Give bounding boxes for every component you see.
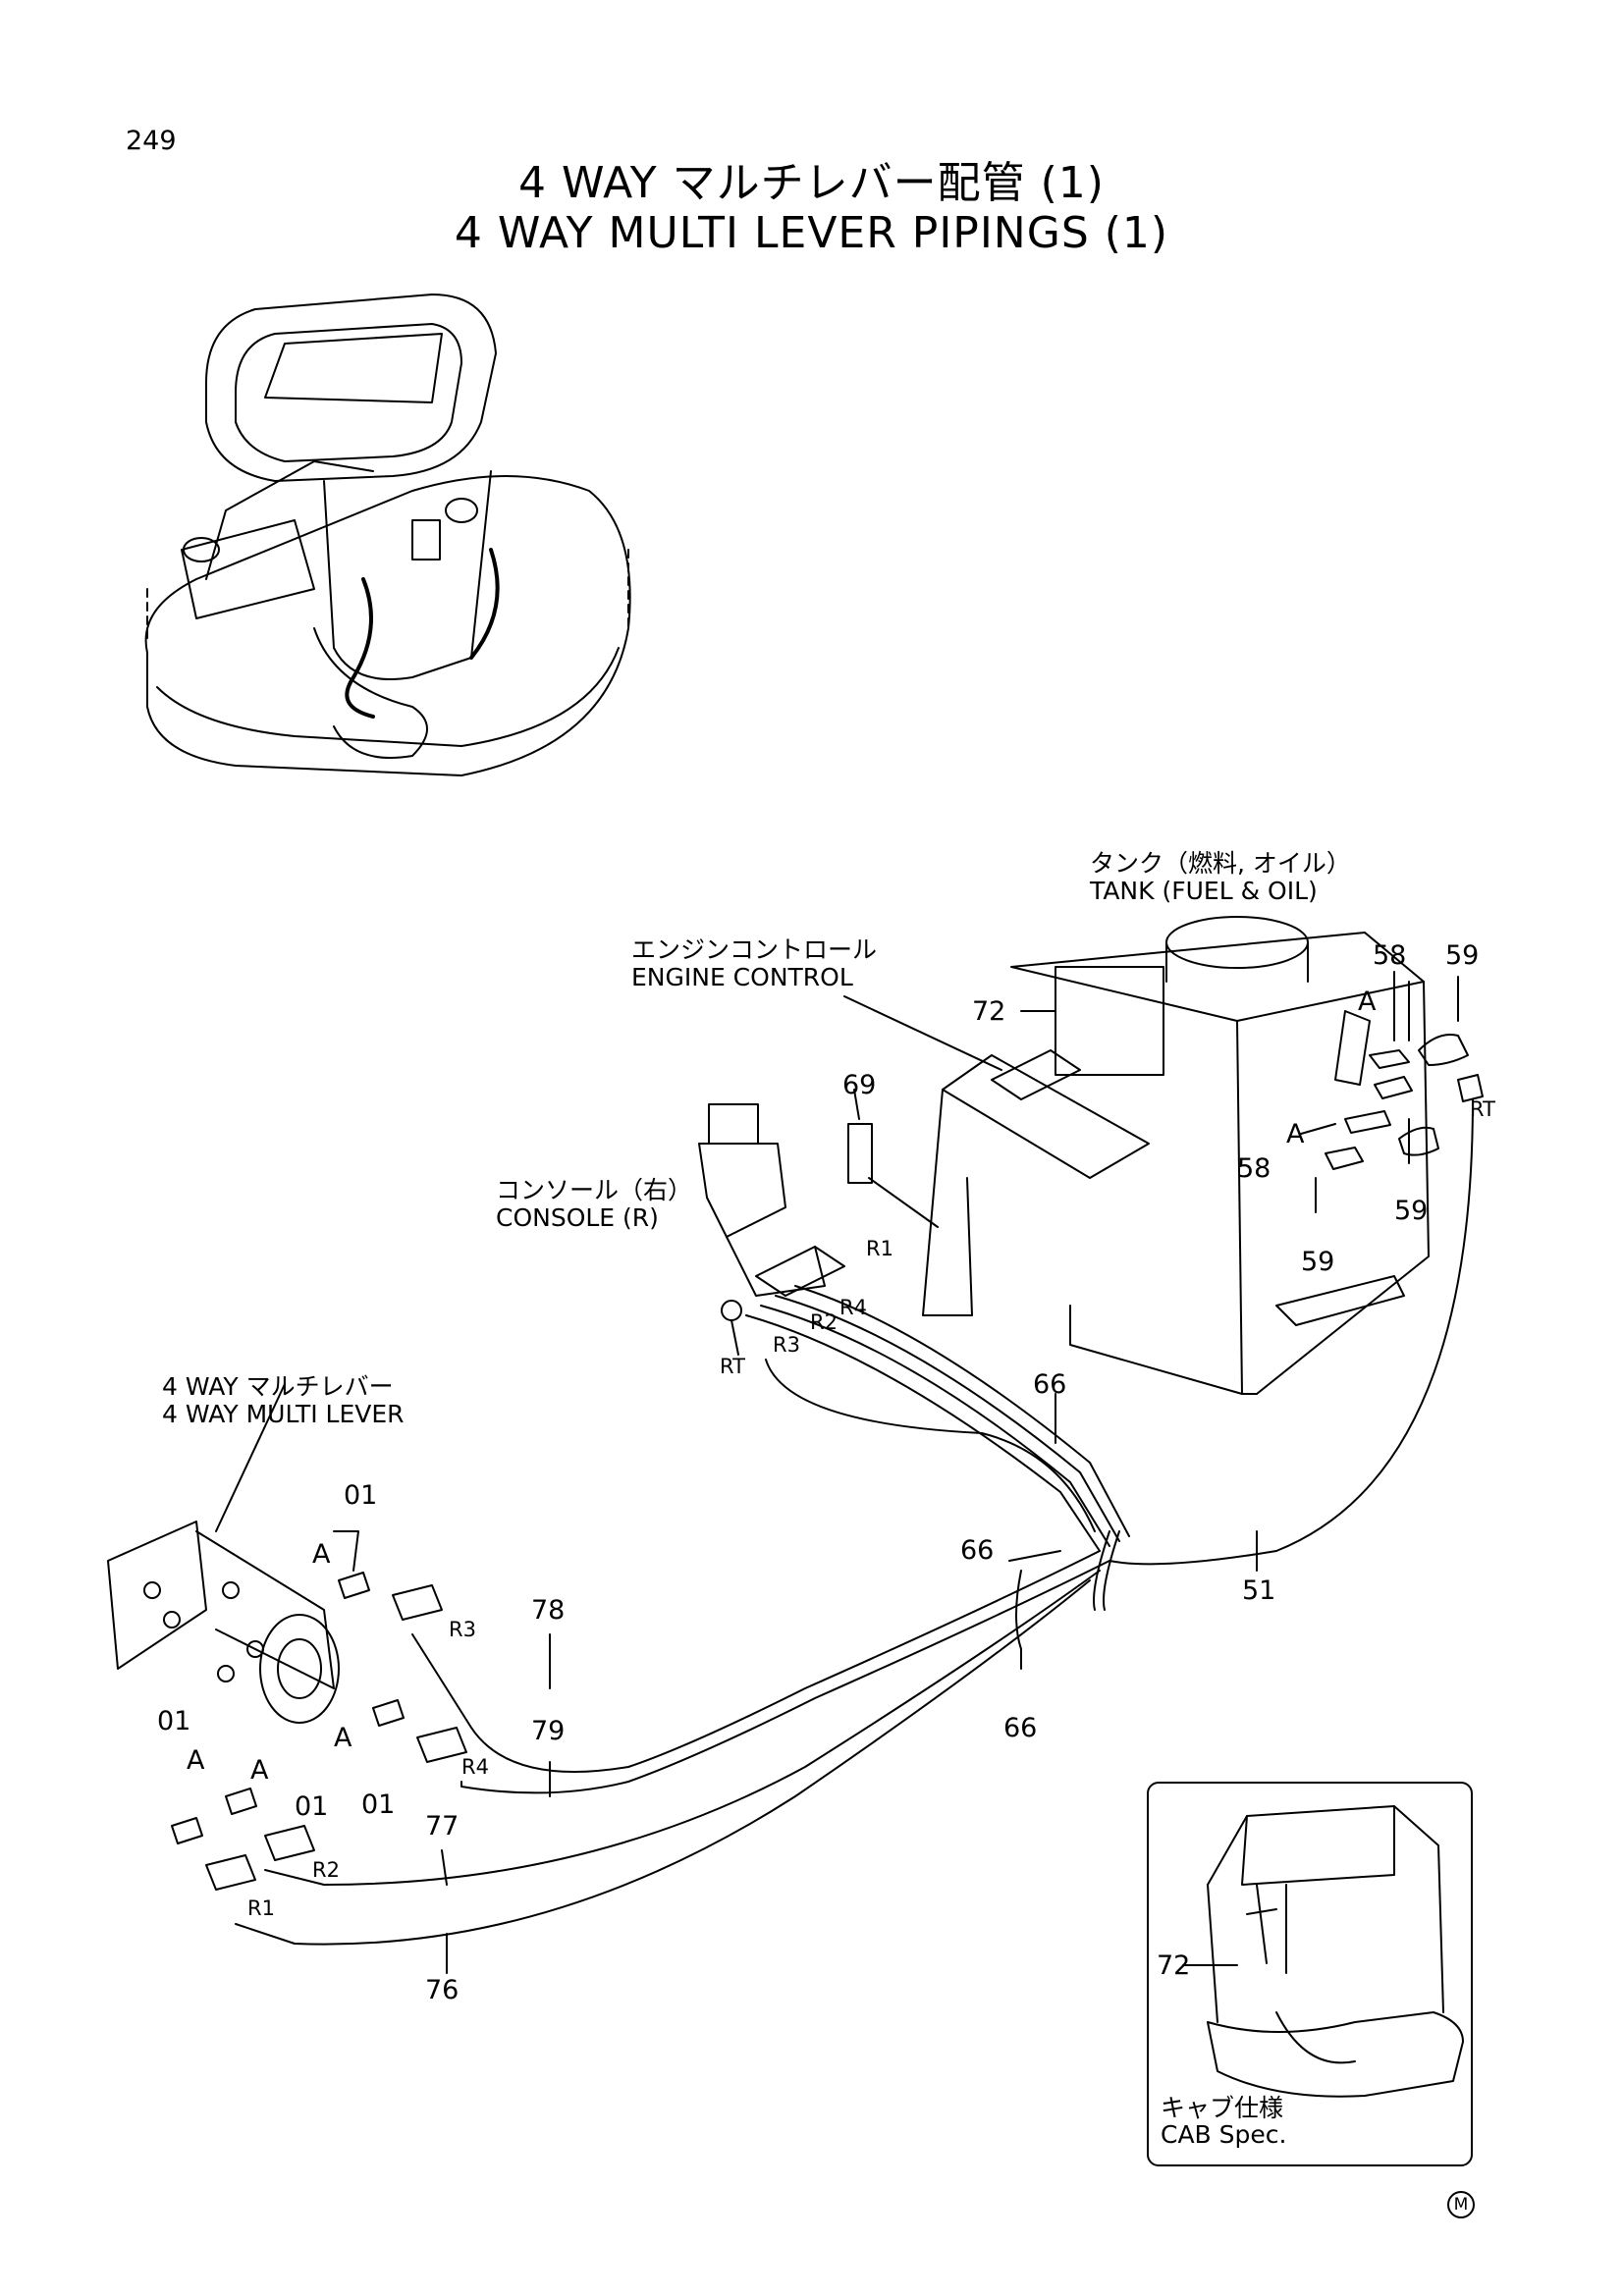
- engine-control-label-en: ENGINE CONTROL: [631, 963, 853, 991]
- part-58-callout: 58: [1373, 940, 1407, 971]
- part-01-callout: 01: [344, 1480, 378, 1511]
- title-japanese: 4 WAY マルチレバー配管 (1): [518, 158, 1105, 208]
- leader-lines: [215, 971, 1459, 1974]
- engine-control-label-jp: エンジンコントロール: [631, 935, 878, 964]
- cab-spec-inset: [1147, 1782, 1473, 2166]
- manufacturer-mark: M: [1447, 2191, 1475, 2218]
- detail-a-label: A: [250, 1755, 269, 1786]
- part-01-callout: 01: [295, 1791, 329, 1822]
- multi-lever-label-en: 4 WAY MULTI LEVER: [162, 1400, 405, 1428]
- port-r4-label: R4: [839, 1296, 867, 1319]
- part-79-callout: 79: [531, 1716, 566, 1746]
- port-rt-label: RT: [1470, 1097, 1495, 1121]
- part-72-callout: 72: [972, 996, 1006, 1027]
- part-01-callout: 01: [157, 1706, 191, 1736]
- port-r2-label: R2: [810, 1310, 838, 1334]
- part-76-callout: 76: [425, 1975, 460, 2005]
- part-59-callout: 59: [1301, 1247, 1335, 1277]
- part-77-callout: 77: [425, 1811, 460, 1842]
- detail-a-label: A: [187, 1745, 205, 1776]
- tank-illustration: [1010, 916, 1484, 1395]
- part-72-callout: 72: [1157, 1950, 1191, 1981]
- part-01-callout: 01: [361, 1789, 396, 1820]
- port-r2-label: R2: [312, 1858, 340, 1882]
- console-label-en: CONSOLE (R): [496, 1203, 659, 1232]
- title-english: 4 WAY MULTI LEVER PIPINGS (1): [454, 208, 1169, 258]
- part-66-callout: 66: [960, 1535, 995, 1566]
- cab-illustration: [1207, 1805, 1464, 2098]
- engine-control-bracket: [847, 1049, 1150, 1316]
- tank-label-jp: タンク（燃料, オイル）: [1090, 849, 1351, 878]
- tank-label-en: TANK (FUEL & OIL): [1090, 877, 1318, 905]
- part-66-callout: 66: [1033, 1369, 1067, 1400]
- console-label-jp: コンソール（右）: [496, 1176, 693, 1204]
- port-r4-label: R4: [461, 1755, 489, 1779]
- port-r3-label: R3: [773, 1333, 800, 1357]
- part-59-callout: 59: [1445, 940, 1480, 971]
- detail-a-label: A: [1358, 987, 1377, 1017]
- part-78-callout: 78: [531, 1595, 566, 1626]
- part-69-callout: 69: [842, 1070, 877, 1100]
- machine-overview-illustration: [144, 294, 631, 776]
- part-58-callout: 58: [1237, 1153, 1271, 1184]
- port-r1-label: R1: [866, 1237, 893, 1260]
- port-r3-label: R3: [449, 1618, 476, 1641]
- part-51-callout: 51: [1242, 1575, 1276, 1606]
- multi-lever-label-jp: 4 WAY マルチレバー: [162, 1372, 394, 1401]
- page-number: 249: [126, 126, 177, 156]
- cab-spec-label-en: CAB Spec.: [1161, 2120, 1287, 2149]
- detail-a-label: A: [334, 1723, 352, 1753]
- lever-fittings: [171, 1572, 467, 1891]
- detail-a-label: A: [1286, 1119, 1305, 1149]
- multi-lever-valve: [107, 1521, 340, 1724]
- detail-a-label: A: [312, 1539, 331, 1570]
- console-valve: [698, 1103, 845, 1356]
- port-r1-label: R1: [247, 1896, 275, 1920]
- part-66-callout: 66: [1003, 1713, 1038, 1743]
- cab-spec-label-jp: キャブ仕様: [1161, 2094, 1284, 2122]
- part-59-callout: 59: [1394, 1196, 1429, 1226]
- port-rt-label: RT: [720, 1355, 745, 1378]
